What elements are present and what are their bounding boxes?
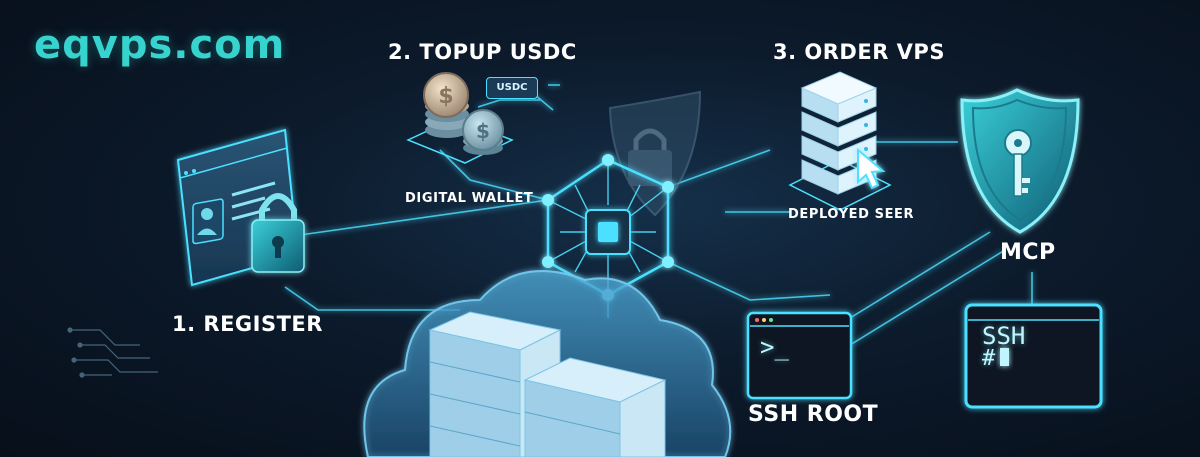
svg-text:$: $: [476, 119, 490, 143]
circuit-traces: [67, 327, 158, 378]
mcp-label: MCP: [1000, 240, 1056, 265]
step-topup-label: 2. TOPUP USDC: [388, 40, 577, 64]
step-order-label: 3. ORDER VPS: [773, 40, 945, 64]
padlock-icon: [251, 193, 305, 273]
ssh-terminal-line2: #: [982, 346, 1009, 371]
server-rack-icon: [788, 71, 892, 211]
deployed-label: DEPLOYED SEER: [788, 207, 915, 222]
usdc-tag: USDC: [486, 77, 538, 99]
terminal-icon: [746, 311, 853, 400]
key-shield-icon: [960, 88, 1080, 234]
ssh-terminal-window: [964, 303, 1103, 409]
terminal-prompt: >_: [760, 333, 789, 361]
mouse-cursor-icon: [857, 147, 886, 190]
cloud-server-icon: [363, 270, 732, 457]
ssh-root-label: SSH ROOT: [748, 402, 879, 427]
coin-stack-icon: $ $: [406, 72, 514, 164]
step-register-label: 1. REGISTER: [172, 312, 323, 336]
brand-logo[interactable]: eqvps.com: [34, 22, 286, 68]
wallet-label: DIGITAL WALLET: [405, 191, 534, 206]
ssh-terminal-line1: SSH: [982, 322, 1026, 350]
svg-text:$: $: [438, 84, 453, 109]
